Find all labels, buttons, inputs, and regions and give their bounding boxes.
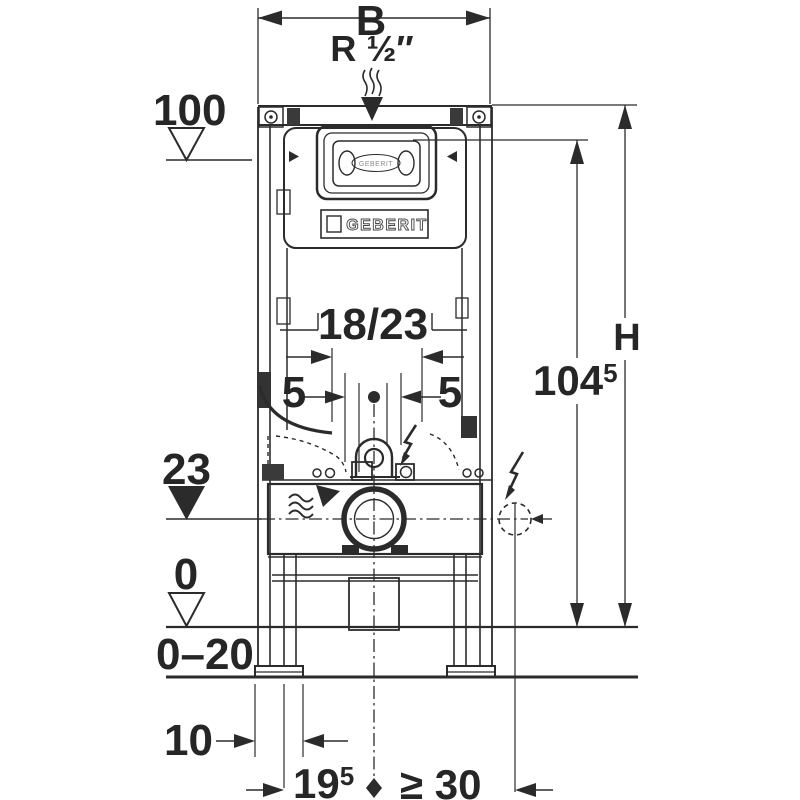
pan-support <box>257 372 477 479</box>
level-marker-100 <box>166 127 252 163</box>
level-marker-0 <box>167 592 206 629</box>
level-label-0: 0 <box>173 550 199 599</box>
cistern <box>276 127 469 325</box>
flush-plate-brand-text: GEBERIT <box>359 161 393 168</box>
foot-plates <box>254 665 496 678</box>
lightning-icon-frame <box>400 424 418 466</box>
level-marker-23 <box>166 486 262 520</box>
level-label-100: 100 <box>153 86 227 135</box>
spacing-label-18-23: 18/23 <box>317 300 429 349</box>
dimension-19-5 <box>246 684 285 797</box>
support-box <box>266 482 484 558</box>
dimension-label-b: B <box>355 0 387 44</box>
level-label-23: 23 <box>162 445 211 494</box>
dimension-label-h: H <box>613 317 641 359</box>
access-panel: GEBERIT <box>289 124 457 201</box>
geberit-logo: GEBERIT <box>320 209 429 239</box>
center-line <box>366 404 382 798</box>
dimension-18-23 <box>280 313 467 422</box>
dimension-min-30 <box>515 783 553 797</box>
plate-mark-right <box>447 151 457 162</box>
height-label-104-5: 1045 <box>533 357 618 404</box>
outlet-center-line <box>262 514 552 524</box>
waste-outlet-pipe <box>341 486 408 554</box>
flush-arrow-icon <box>288 485 340 519</box>
offset-label-5-left: 5 <box>281 368 307 417</box>
hanger-bracket-left <box>258 106 300 128</box>
mounting-frame <box>257 105 493 666</box>
plate-mark-left <box>289 151 299 162</box>
fixing-hardware <box>262 461 492 481</box>
foot-depth-label: 10 <box>164 716 213 765</box>
electrical-connection-circle <box>498 502 532 792</box>
dimension-104-5 <box>413 139 588 627</box>
outlet-height-label: 195 <box>293 760 355 800</box>
geberit-logo-text: GEBERIT <box>346 217 428 234</box>
water-supply-arrow-icon <box>361 67 383 121</box>
water-supply-elbow <box>350 437 400 478</box>
flush-plate: GEBERIT <box>332 140 421 187</box>
water-supply-label: R ½″ <box>330 28 414 69</box>
clearance-label-30: ≥ 30 <box>400 761 482 800</box>
dimension-h <box>492 104 637 627</box>
floor-lines <box>166 625 638 679</box>
dimension-5-5 <box>304 373 441 472</box>
lightning-icon-mains <box>505 451 525 500</box>
offset-label-5-right: 5 <box>437 368 463 417</box>
dimension-10 <box>216 684 348 757</box>
hanger-bracket-right <box>450 106 492 128</box>
frame-legs <box>272 555 478 666</box>
dimension-b <box>257 8 491 104</box>
floor-buildup-label: 0–20 <box>156 630 254 679</box>
